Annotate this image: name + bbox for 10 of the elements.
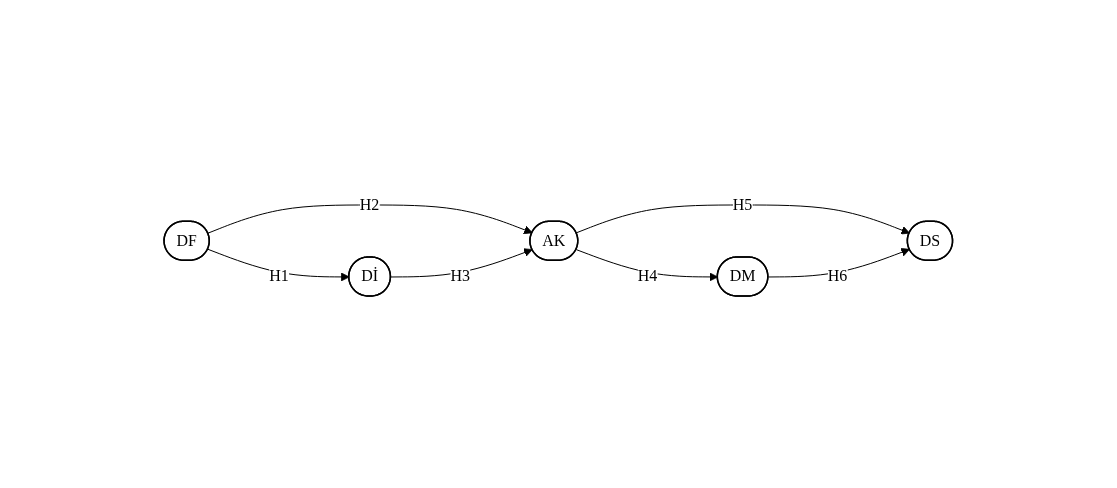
edge-label: H5 — [732, 195, 753, 213]
arrow — [390, 247, 533, 277]
edge-label: H4 — [637, 266, 658, 284]
arrow — [207, 204, 533, 234]
edge-label: H1 — [269, 266, 289, 284]
edge-label: H3 — [450, 266, 471, 284]
edge-label: H6 — [828, 266, 848, 284]
edge-label: H2 — [360, 195, 380, 213]
arrow — [768, 247, 911, 277]
arrow — [207, 248, 350, 281]
